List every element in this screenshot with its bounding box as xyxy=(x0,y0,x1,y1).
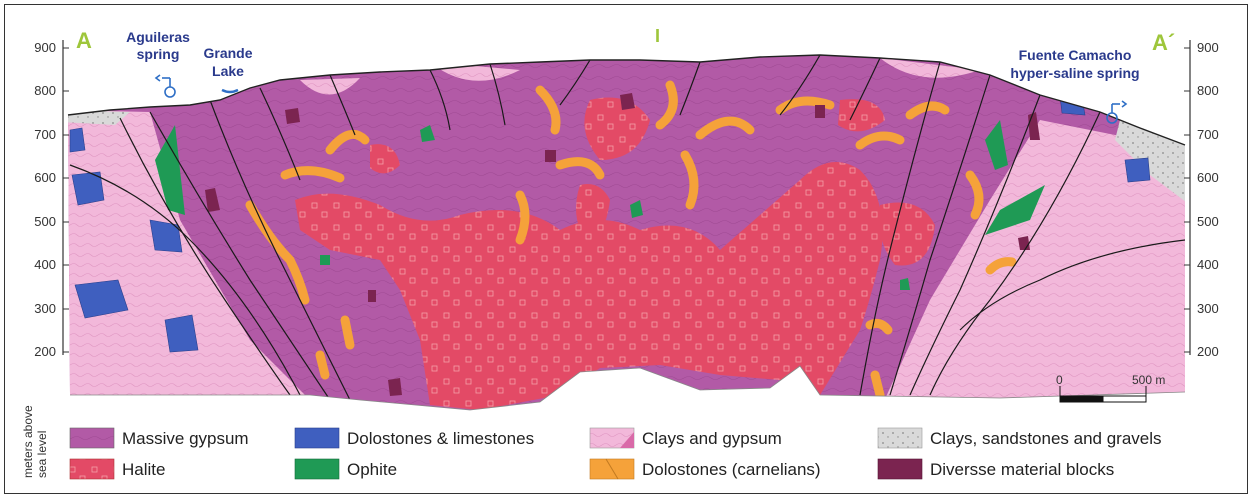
right-tick-600: 600 xyxy=(1197,170,1219,185)
left-tick-800: 800 xyxy=(34,83,56,98)
right-tick-200: 200 xyxy=(1197,344,1219,359)
diverse-block xyxy=(285,108,300,124)
legend-label-ophite: Ophite xyxy=(347,460,397,479)
dolostone-block xyxy=(1125,158,1150,182)
left-tick-900: 900 xyxy=(34,40,56,55)
ophite-pod xyxy=(320,255,330,265)
diverse-block xyxy=(815,105,825,118)
right-tick-400: 400 xyxy=(1197,257,1219,272)
grande-lake-label-1: Grande xyxy=(203,45,252,61)
legend-label-gravels: Clays, sandstones and gravels xyxy=(930,429,1162,448)
dolostone-block xyxy=(165,315,198,352)
scale-zero: 0 xyxy=(1056,373,1063,387)
dolostone-block xyxy=(1060,96,1085,115)
left-tick-700: 700 xyxy=(34,127,56,142)
legend-label-blocks: Diversse material blocks xyxy=(930,460,1114,479)
aguileras-label-2: spring xyxy=(137,46,180,62)
legend-swatch-gypsum xyxy=(70,428,114,448)
legend-swatch-blocks xyxy=(878,459,922,479)
left-axis-ticks xyxy=(63,48,69,352)
legend-swatch-ophite xyxy=(295,459,339,479)
axis-unit-line2: sea level xyxy=(35,431,49,478)
axis-unit-line1: meters above xyxy=(21,405,35,478)
diverse-block xyxy=(368,290,376,302)
legend-label-clays: Clays and gypsum xyxy=(642,429,782,448)
aguileras-label-1: Aguileras xyxy=(126,29,190,45)
right-tick-500: 500 xyxy=(1197,214,1219,229)
grande-lake-label-2: Lake xyxy=(212,63,244,79)
section-end-label: A´ xyxy=(1152,30,1175,55)
left-tick-300: 300 xyxy=(34,301,56,316)
legend-label-carnelian: Dolostones (carnelians) xyxy=(642,460,821,479)
right-tick-300: 300 xyxy=(1197,301,1219,316)
geological-section xyxy=(60,50,1190,410)
legend-swatch-halite xyxy=(70,459,114,479)
diverse-block xyxy=(1018,236,1030,250)
right-tick-800: 800 xyxy=(1197,83,1219,98)
left-tick-600: 600 xyxy=(34,170,56,185)
spring-icon xyxy=(156,75,175,97)
right-tick-900: 900 xyxy=(1197,40,1219,55)
legend-swatch-dolostone xyxy=(295,428,339,448)
legend-label-halite: Halite xyxy=(122,460,165,479)
diverse-block xyxy=(388,378,402,396)
diverse-block xyxy=(545,150,556,162)
section-mid-marker: I xyxy=(655,26,660,46)
left-tick-400: 400 xyxy=(34,257,56,272)
legend: Massive gypsum Dolostones & limestones C… xyxy=(70,428,1162,479)
fuente-camacho-label-1: Fuente Camacho xyxy=(1019,47,1132,63)
dolostone-block xyxy=(70,128,85,152)
legend-label-gypsum: Massive gypsum xyxy=(122,429,249,448)
right-tick-700: 700 xyxy=(1197,127,1219,142)
section-start-label: A xyxy=(76,28,92,53)
left-tick-500: 500 xyxy=(34,214,56,229)
left-tick-200: 200 xyxy=(34,344,56,359)
legend-swatch-gravels xyxy=(878,428,922,448)
lake-icon xyxy=(222,90,238,92)
fuente-camacho-label-2: hyper-saline spring xyxy=(1010,65,1139,81)
legend-label-dolostone: Dolostones & limestones xyxy=(347,429,534,448)
scale-length: 500 m xyxy=(1132,373,1165,387)
